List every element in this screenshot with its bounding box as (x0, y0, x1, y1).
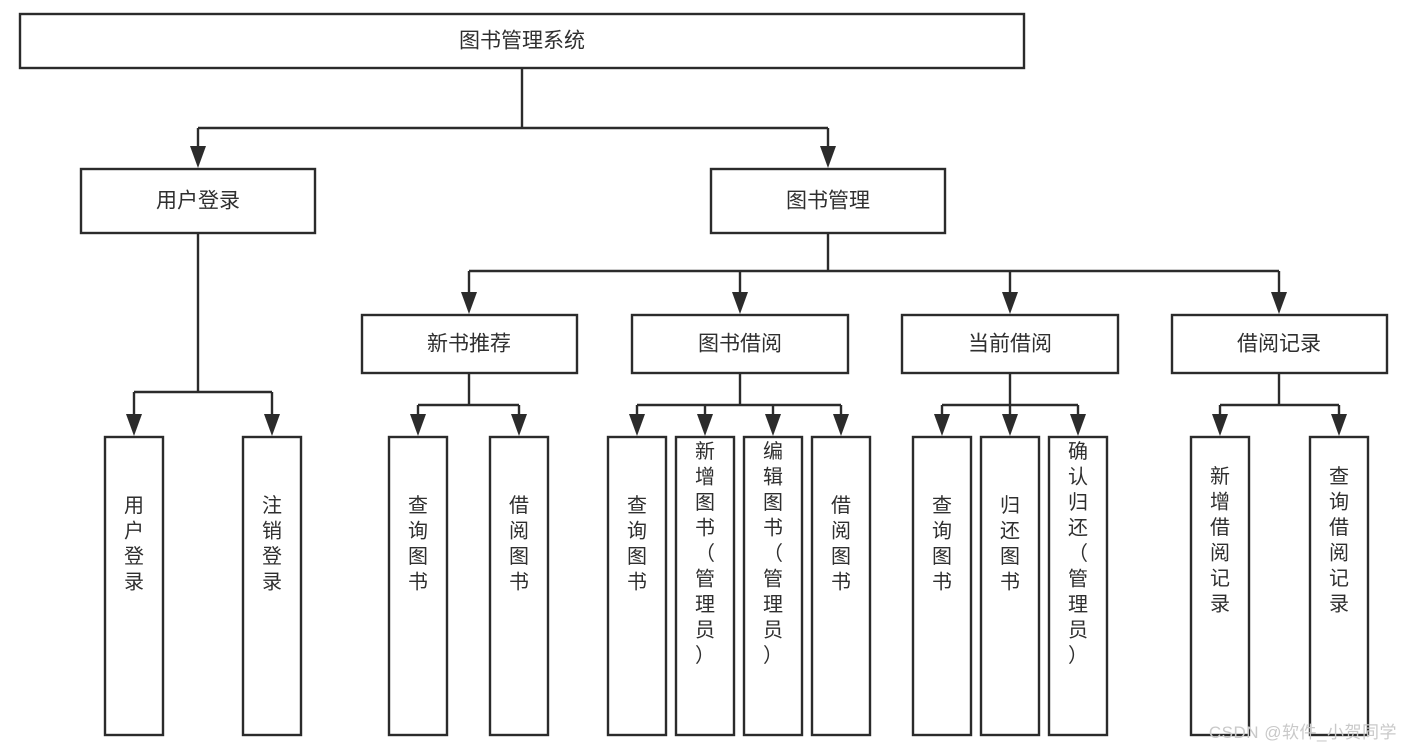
connector-layer (126, 68, 1347, 436)
leaf-br-add-record[interactable]: 新增借阅记录 (1189, 435, 1251, 737)
leaf-label: 查询图书 (627, 494, 647, 594)
book-management-label: 图书管理 (786, 190, 870, 213)
leaf-label: 用户登录 (124, 495, 144, 594)
leaf-bb-query-book[interactable]: 查询图书 (606, 435, 668, 737)
leaf-nbr-borrow-book[interactable]: 借阅图书 (488, 435, 550, 737)
arrowhead-bb-2 (697, 414, 713, 436)
node-root-system[interactable]: 图书管理系统 (18, 12, 1026, 70)
leaf-box[interactable] (1189, 435, 1251, 737)
leaf-bb-add-book-admin[interactable]: 新增图书（管理员） (674, 435, 736, 737)
leaf-label: 新增借阅记录 (1210, 465, 1230, 616)
leaf-label: 确认归还（管理员） (1068, 440, 1088, 667)
leaf-box[interactable] (241, 435, 303, 737)
leaf-box[interactable] (103, 435, 165, 737)
user-login-box[interactable] (79, 167, 317, 235)
leaf-cb-return-book[interactable]: 归还图书 (979, 435, 1041, 737)
leaf-label: 查询图书 (408, 494, 428, 594)
arrowhead-bb-4 (833, 414, 849, 436)
arrowhead-nbr-1 (410, 414, 426, 436)
arrowhead-bm-2 (732, 292, 748, 314)
arrowhead-cb-3 (1070, 414, 1086, 436)
leaf-bb-borrow-book[interactable]: 借阅图书 (810, 435, 872, 737)
arrowhead-nbr-2 (511, 414, 527, 436)
leaf-bb-edit-book-admin[interactable]: 编辑图书（管理员） (742, 435, 804, 737)
node-user-login[interactable]: 用户登录 (79, 167, 317, 235)
leaf-label: 编辑图书（管理员） (763, 440, 783, 667)
leaf-box[interactable] (979, 435, 1041, 737)
leaf-cb-query-book[interactable]: 查询图书 (911, 435, 973, 737)
leaf-label: 注销登录 (262, 494, 282, 594)
root-box[interactable] (18, 12, 1026, 70)
leaf-box[interactable] (488, 435, 550, 737)
leaf-br-query-record[interactable]: 查询借阅记录 (1308, 435, 1370, 737)
borrow-record-box[interactable] (1170, 313, 1389, 375)
arrowhead-book-manage (820, 146, 836, 168)
leaf-label: 查询图书 (932, 494, 952, 594)
arrowhead-user-login (190, 146, 206, 168)
book-borrow-box[interactable] (630, 313, 850, 375)
leaf-box[interactable] (387, 435, 449, 737)
arrowhead-bb-1 (629, 414, 645, 436)
leaf-cb-confirm-return-admin[interactable]: 确认归还（管理员） (1047, 435, 1109, 737)
leaf-box[interactable] (742, 435, 804, 737)
arrowhead-br-1 (1212, 414, 1228, 436)
leaf-box[interactable] (911, 435, 973, 737)
arrowhead-ul-2 (264, 414, 280, 436)
arrowhead-cb-1 (934, 414, 950, 436)
leaf-box[interactable] (606, 435, 668, 737)
leaf-box[interactable] (674, 435, 736, 737)
node-current-borrow[interactable]: 当前借阅 (900, 313, 1120, 375)
arrowhead-bb-3 (765, 414, 781, 436)
root-label: 图书管理系统 (459, 30, 585, 53)
current-borrow-label: 当前借阅 (968, 333, 1052, 356)
node-book-management[interactable]: 图书管理 (709, 167, 947, 235)
new-book-recommend-box[interactable] (360, 313, 579, 375)
leaf-box[interactable] (1047, 435, 1109, 737)
arrowhead-bm-4 (1271, 292, 1287, 314)
arrowhead-ul-1 (126, 414, 142, 436)
node-book-borrow[interactable]: 图书借阅 (630, 313, 850, 375)
new-book-recommend-label: 新书推荐 (427, 333, 511, 356)
leaf-nbr-query-book[interactable]: 查询图书 (387, 435, 449, 737)
arrowhead-cb-2 (1002, 414, 1018, 436)
arrowhead-bm-3 (1002, 292, 1018, 314)
current-borrow-box[interactable] (900, 313, 1120, 375)
leaf-box[interactable] (810, 435, 872, 737)
arrowhead-br-2 (1331, 414, 1347, 436)
leaf-label: 归还图书 (1000, 494, 1020, 594)
user-login-label: 用户登录 (156, 190, 240, 213)
leaf-label: 借阅图书 (509, 494, 529, 594)
node-new-book-recommend[interactable]: 新书推荐 (360, 313, 579, 375)
leaf-label: 借阅图书 (831, 494, 851, 594)
arrowhead-bm-1 (461, 292, 477, 314)
leaf-label: 新增图书（管理员） (695, 440, 715, 667)
book-management-box[interactable] (709, 167, 947, 235)
borrow-record-label: 借阅记录 (1237, 333, 1321, 356)
node-borrow-record[interactable]: 借阅记录 (1170, 313, 1389, 375)
book-borrow-label: 图书借阅 (698, 333, 782, 356)
leaf-label: 查询借阅记录 (1329, 465, 1349, 616)
leaf-box[interactable] (1308, 435, 1370, 737)
leaf-user-login-login[interactable]: 用户登录 (103, 435, 165, 737)
leaf-user-login-logout[interactable]: 注销登录 (241, 435, 303, 737)
